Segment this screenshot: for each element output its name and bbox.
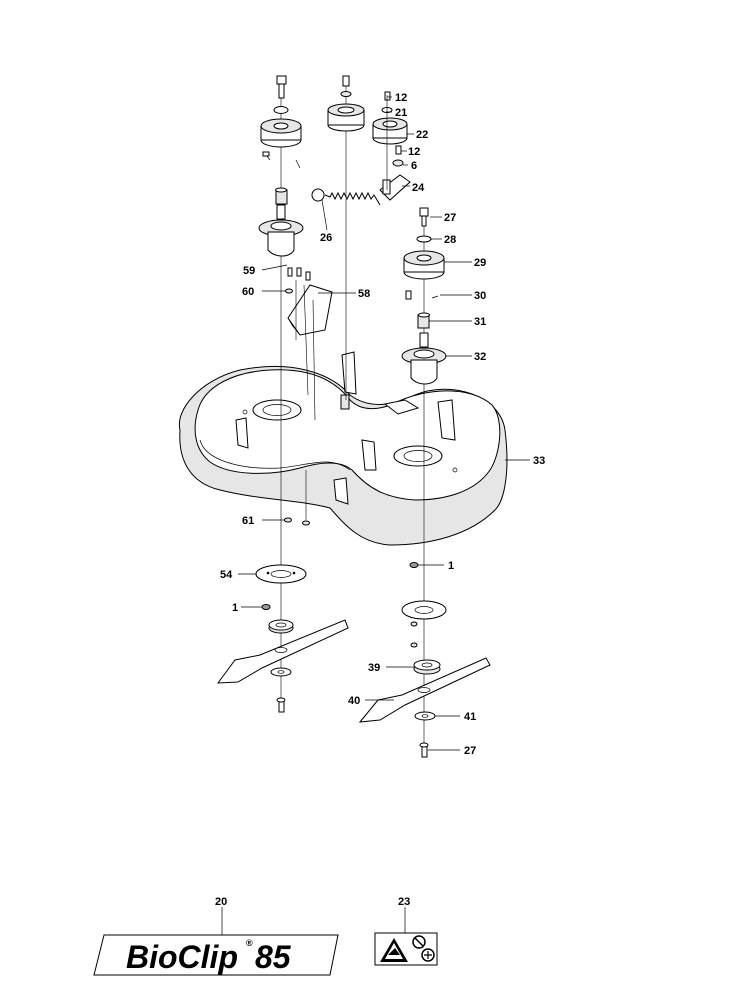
callout-22: 22: [416, 129, 428, 141]
callout-20: 20: [215, 896, 227, 908]
callout-12: 12: [408, 146, 420, 158]
callout-41: 41: [464, 711, 476, 723]
callout-21: 21: [395, 107, 407, 119]
callout-58: 58: [358, 288, 370, 300]
callout-61: 61: [242, 515, 254, 527]
belt-guard-bracket: [287, 284, 333, 336]
right-pulley: [403, 250, 445, 280]
leader-lines: [221, 96, 530, 935]
callout-54: 54: [220, 569, 233, 581]
warning-decal: [374, 932, 438, 966]
right-spindle-stack: [358, 207, 491, 758]
callout-31: 31: [474, 316, 486, 328]
callout-30: 30: [474, 290, 486, 302]
callout-12: 12: [395, 92, 407, 104]
callout-59: 59: [243, 265, 255, 277]
callout-27: 27: [464, 745, 476, 757]
bolt-icon: [276, 75, 287, 85]
callout-1: 1: [448, 560, 454, 572]
callout-27: 27: [444, 212, 456, 224]
callout-1: 1: [232, 602, 238, 614]
tension-spring: [311, 188, 381, 206]
callout-60: 60: [242, 286, 254, 298]
callout-33: 33: [533, 455, 545, 467]
left-blade-adapter-plate: [255, 564, 307, 584]
callout-6: 6: [411, 160, 417, 172]
left-spindle-opening: [252, 399, 302, 421]
right-blade: [358, 657, 491, 723]
center-idler-assembly: [285, 75, 411, 421]
callout-labels: 12 21 22 12 6 24 26 27 28 29 30 31 32 33…: [215, 92, 545, 908]
decal-registered-mark: ®: [246, 938, 253, 948]
decal-model-number: 85: [255, 939, 292, 975]
right-spindle-housing: [401, 332, 447, 385]
callout-40: 40: [348, 695, 360, 707]
mower-deck-housing: [178, 351, 508, 546]
callout-23: 23: [398, 896, 410, 908]
callout-32: 32: [474, 351, 486, 363]
callout-29: 29: [474, 257, 486, 269]
bioclip-decal: BioClip ® 85: [93, 934, 339, 976]
decal-brand-text: BioClip: [126, 939, 238, 975]
washer-icon: [273, 106, 289, 114]
left-spindle-stack: [216, 75, 349, 713]
callout-26: 26: [320, 232, 332, 244]
left-spindle-housing: [258, 204, 304, 257]
left-blade: [216, 619, 349, 684]
callout-28: 28: [444, 234, 456, 246]
callout-24: 24: [412, 182, 425, 194]
callout-39: 39: [368, 662, 380, 674]
right-spindle-opening: [393, 445, 443, 467]
left-pulley: [260, 118, 302, 148]
